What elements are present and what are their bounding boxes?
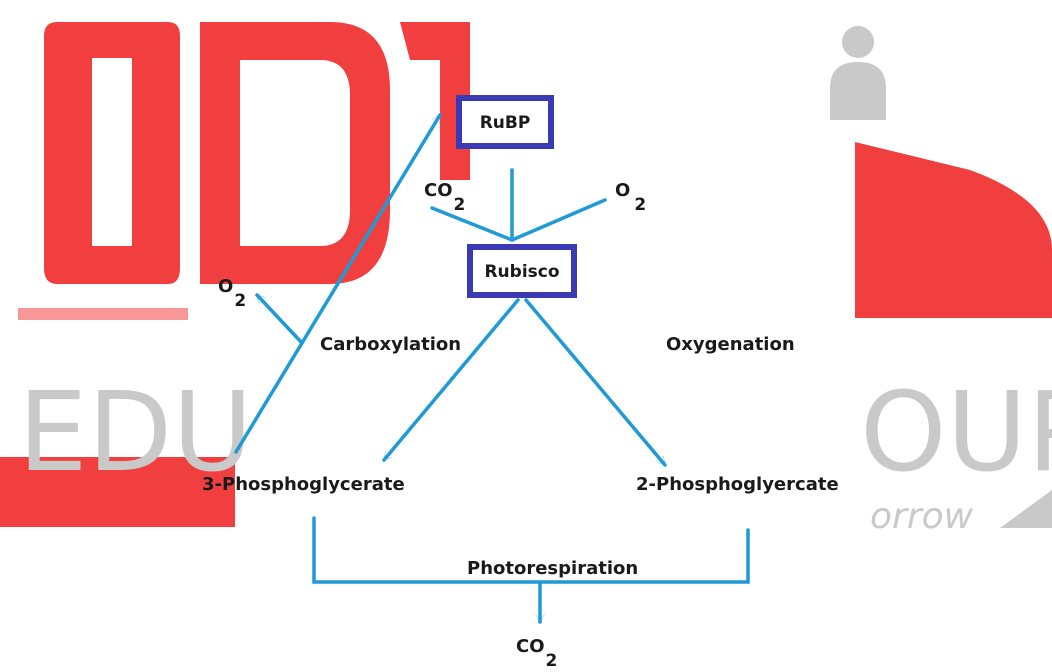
- watermark-right-shape: [855, 142, 1052, 318]
- arrows: [234, 113, 750, 624]
- watermark-letter-d: [200, 22, 390, 284]
- pga3-label: 3-Phosphoglycerate: [202, 474, 405, 495]
- watermark-logo: EDU OUP orrow: [0, 22, 1052, 537]
- o2-out-label: O2: [218, 276, 246, 311]
- pg2-label: 2-Phosphoglyercate: [636, 474, 839, 495]
- watermark-letter-o: [44, 22, 180, 284]
- watermark-band-thin: [18, 308, 188, 320]
- oxygenation-label: Oxygenation: [666, 334, 795, 355]
- watermark-tagline: orrow: [870, 496, 974, 537]
- o2-in-label: O2: [615, 180, 646, 215]
- co2-in-label: CO2: [424, 180, 465, 215]
- o2-in-line: [510, 198, 607, 242]
- watermark-band: [0, 457, 235, 527]
- rubisco-to-pga3-arrow: [382, 298, 520, 462]
- co2-out-label: CO2: [516, 636, 557, 671]
- watermark-subtitle-right: OUP: [860, 368, 1052, 496]
- rubp-label: RuBP: [480, 113, 531, 133]
- photorespiration-bracket: [312, 516, 750, 584]
- watermark-tagline-mark: [1000, 490, 1052, 528]
- carboxylation-label: Carboxylation: [320, 334, 461, 355]
- rubisco-box: [467, 244, 577, 298]
- rubisco-label: Rubisco: [484, 262, 559, 282]
- o2-release-arrow: [255, 293, 304, 345]
- photorespiration-label: Photorespiration: [467, 558, 638, 579]
- watermark-grey-figure: [830, 26, 886, 120]
- rubisco-to-pg2-arrow: [524, 298, 667, 467]
- watermark-letter-m: [400, 22, 470, 180]
- co2-in-line: [430, 206, 514, 242]
- watermark-subtitle-left: EDU: [18, 368, 253, 496]
- pga3-to-rubp-arrow: [234, 113, 442, 454]
- rubp-box: [456, 95, 554, 149]
